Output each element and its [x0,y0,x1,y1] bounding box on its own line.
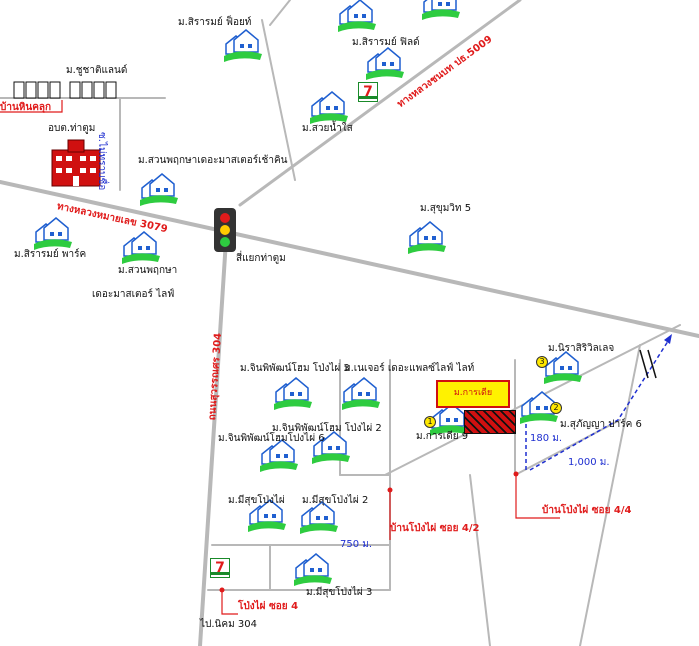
distance-guides [525,337,671,471]
road-304[interactable] [198,238,228,646]
label-chuchat: ม.ชูชาติแลนด์ [66,65,128,76]
road-far-east[interactable] [579,344,641,646]
leader-pongpai-4 [221,592,238,615]
label-suan-nam-sai: ม.สวยน้ำใส [302,123,353,134]
karnchai-office-box[interactable]: ม.การเดีย [436,380,510,408]
house-icon-jinphiphat-6[interactable] [259,439,299,473]
distance-180m: 180 ม. [530,433,563,444]
seven-eleven-icon-south[interactable]: 7 [210,558,230,578]
marker-number-2[interactable]: 2 [550,402,562,414]
karnchai-site-block[interactable] [464,410,516,434]
house-icon-suan-phruksa-life[interactable] [121,231,161,265]
road-north-mid[interactable] [261,19,296,181]
label-supanya: ม.สุภัญญา ปาร์ค 6 [560,419,642,430]
road-highway-5009[interactable] [238,0,522,207]
chuchat-land-plots [13,81,117,99]
label-jinphiphat-2: ม.จินพิพัฒน์โฮม โป่งไผ่ 2 [272,423,382,434]
bridge-icon [639,349,657,379]
label-banpongpai-44: บ้านโป่งไผ่ ซอย 4/4 [542,505,632,516]
label-pongpai-4: โป่งไผ่ ซอย 4 [238,601,299,612]
label-nirasiri: ม.นิราสิริวิลเลจ [548,343,615,354]
road-bottom-east[interactable] [469,474,491,646]
house-icon-sirarom-field[interactable] [365,47,405,81]
house-icon-sukhumvit5[interactable] [407,221,447,255]
marker-pongpai-42[interactable] [387,487,393,493]
house-icon-nature-life[interactable] [341,377,381,411]
label-nature-life: ม.เนเจอร์ เดอะแพลซ์ไลฟ์ ไลท์ [344,363,475,374]
label-meesook-1: ม.มีสุขโป่งไผ่ [228,495,285,506]
house-icon-sirarom-park[interactable] [33,217,73,251]
guide-1000m [529,337,671,471]
label-banpongpai-42: บ้านโป่งไผ่ ซอย 4/2 [390,523,480,534]
label-sirarom-park: ม.สิรารมย์ พาร์ค [14,249,87,260]
label-sirarom-forest: ม.สิรารมย์ ฟ็อยท์ [178,17,252,28]
marker-number-3[interactable]: 3 [536,356,548,368]
label-nikom304: ไป.นิคม 304 [200,619,257,630]
label-karnchai-9: ม.การเดีย 9 [416,431,469,442]
label-suan-phruksa-life-1: ม.สวนพฤกษา [118,265,178,276]
traffic-light-icon[interactable] [214,208,236,252]
distance-1000m: 1,000 ม. [568,457,610,468]
label-jinphiphat-3: ม.จินพิพัฒน์โฮม โป่งไผ่ 3 [240,363,350,374]
label-abt: อบต.ท่าตูม [48,123,96,134]
house-icon-top-1[interactable] [337,0,377,33]
arrow-1000m [664,334,672,344]
seven-eleven-icon-north[interactable]: 7 [358,82,378,102]
label-suan-phruksa-chaiyaphum: ม.สวนพฤกษาเดอะมาสเตอร์เช้าคิน [138,155,288,166]
label-side-road: ซ.ไม่ทราบชื่อ [96,132,107,191]
house-icon-sirarom-forest[interactable] [223,29,263,63]
leader-banhin [0,100,63,113]
label-sukhumvit5: ม.สุขุมวิท 5 [420,203,472,214]
label-jinphiphat-6: ม.จินพิพัฒน์โฮมโปงไผ่ 6 [218,433,325,444]
label-suan-phruksa-life-2: เดอะมาสเตอร์ ไลฟ์ [92,289,175,300]
office-building-icon [51,139,101,187]
house-icon-nirasiri[interactable] [543,351,583,385]
house-icon-top-2[interactable] [421,0,461,21]
house-icon-meesook-3[interactable] [293,553,333,587]
label-meesook-2: ม.มีสุขโป่งไผ่ 2 [302,495,369,506]
road-north-west[interactable] [269,0,291,26]
house-icon-meesook-2[interactable] [299,501,339,535]
marker-number-1[interactable]: 1 [424,416,436,428]
label-meesook-3: ม.มีสุขโป่งไผ่ 3 [306,587,373,598]
label-junction: สี่แยกท่าตูม [236,253,286,264]
road-highway-3079[interactable] [0,180,699,338]
label-sirarom-field: ม.สิรารมย์ ฟิลด์ [352,37,420,48]
leader-pongpai-44 [515,475,560,519]
label-banhin: บ้านหินคลุก [0,102,52,113]
red-leaders [0,100,560,615]
marker-pongpai-44[interactable] [513,471,519,477]
house-icon-suan-nam-sai[interactable] [309,91,349,125]
distance-750m: 750 ม. [340,539,373,550]
marker-pongpai-4[interactable] [219,587,225,593]
house-icon-suan-phruksa-chaiyaphum[interactable] [139,173,179,207]
house-icon-jinphiphat-3[interactable] [273,377,313,411]
road-east-branch-2[interactable] [514,419,621,476]
